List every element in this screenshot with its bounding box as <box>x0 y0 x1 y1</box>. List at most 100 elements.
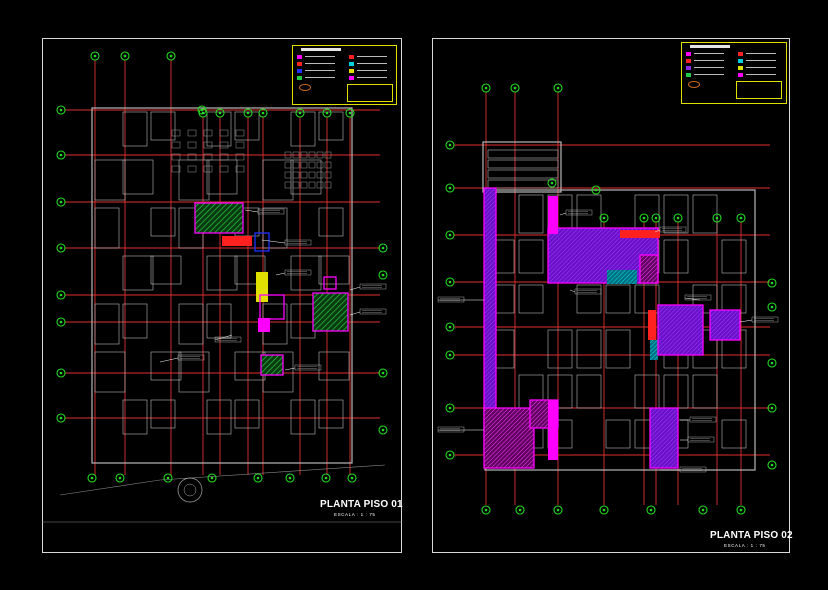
axis-bubble-dot <box>448 406 452 410</box>
furniture-desk <box>324 171 332 179</box>
furniture-table <box>187 129 197 137</box>
roundabout-circle <box>177 477 203 503</box>
axis-bubble-dot <box>324 476 328 480</box>
wall-room <box>547 374 573 409</box>
axis-bubble <box>207 473 217 483</box>
legend-swatch <box>738 58 743 63</box>
axis-bubble-dot <box>59 108 63 112</box>
plan-sheet-floor-1 <box>42 38 402 553</box>
wall-room <box>234 255 266 285</box>
axis-bubble-dot <box>59 320 63 324</box>
legend-swatch <box>297 68 302 73</box>
axis-bubble-dot <box>59 200 63 204</box>
furniture-desk <box>324 151 332 159</box>
furniture-desk <box>308 181 316 189</box>
wall-room <box>122 399 148 435</box>
axis-bubble-dot <box>550 181 554 185</box>
axis-bubble-dot <box>715 216 719 220</box>
wall-room <box>122 255 154 291</box>
callout-leader <box>349 286 361 291</box>
wall-room <box>206 159 238 195</box>
axis-bubble-dot <box>448 325 452 329</box>
axis-bubble <box>599 505 609 515</box>
wall-room <box>576 374 602 409</box>
axis-bubble <box>378 368 388 378</box>
axis-bubble <box>481 505 491 515</box>
zone-red <box>648 310 656 340</box>
furniture-desk <box>284 151 292 159</box>
legend-row <box>738 65 776 70</box>
legend-note-box <box>347 84 393 102</box>
wall-room <box>318 399 344 429</box>
zone-magenta-outline <box>259 294 285 320</box>
callout-box <box>565 209 593 216</box>
axis-bubble-dot <box>59 153 63 157</box>
axis-bubble <box>197 105 207 115</box>
axis-bubble <box>56 197 66 207</box>
legend-row <box>686 72 724 77</box>
axis-bubble <box>445 350 455 360</box>
axis-bubble <box>646 505 656 515</box>
callout-leader <box>739 319 753 323</box>
callout-box <box>257 208 285 215</box>
callout-box <box>284 239 312 246</box>
axis-bubble <box>56 150 66 160</box>
zone-magenta <box>258 318 270 332</box>
wall-room <box>91 107 353 464</box>
furniture-desk <box>292 161 300 169</box>
furniture-table <box>219 141 229 149</box>
axis-bubble <box>599 213 609 223</box>
axis-bubble-dot <box>218 111 222 115</box>
axis-bubble <box>445 322 455 332</box>
callout-box <box>679 466 707 473</box>
furniture-desk <box>300 171 308 179</box>
wall-room <box>206 255 238 291</box>
axis-bubble-dot <box>739 508 743 512</box>
wall-room <box>318 351 350 381</box>
plan-scale-floor-1: ESCALA : 1 : 75 <box>334 512 376 517</box>
callout-box <box>214 336 242 343</box>
furniture-table <box>219 165 229 173</box>
axis-bubble-dot <box>256 476 260 480</box>
callout-leader <box>569 289 576 293</box>
zone-red <box>620 230 660 238</box>
callout-box <box>437 426 465 433</box>
axis-bubble <box>767 278 777 288</box>
legend-oval-symbol <box>688 81 700 88</box>
axis-bubble <box>767 460 777 470</box>
furniture-desk <box>284 171 292 179</box>
axis-bubble <box>591 185 601 195</box>
zone-green-hatch <box>312 292 349 332</box>
legend-row <box>297 68 335 73</box>
wall-room <box>721 419 747 449</box>
legend-floor-1 <box>292 45 397 105</box>
zone-cyan-hatch <box>650 340 658 360</box>
wall-room <box>290 399 316 435</box>
callout-leader <box>244 209 259 213</box>
plan-sheet-floor-2 <box>432 38 790 553</box>
wall-room <box>576 329 602 369</box>
zone-red <box>222 236 252 246</box>
furniture-desk <box>308 171 316 179</box>
wall-room <box>122 111 148 147</box>
wall-room <box>634 374 660 409</box>
axis-bubble <box>56 368 66 378</box>
wall-room <box>721 239 747 274</box>
wall-room <box>122 159 154 195</box>
axis-bubble <box>321 473 331 483</box>
axis-bubble-dot <box>381 273 385 277</box>
furniture-desk <box>284 181 292 189</box>
axis-bubble <box>712 213 722 223</box>
axis-bubble-dot <box>770 281 774 285</box>
furniture-table <box>203 165 213 173</box>
callout-leader <box>349 311 361 316</box>
furniture-desk <box>316 161 324 169</box>
axis-bubble <box>56 317 66 327</box>
wall-room <box>290 303 316 339</box>
furniture-table <box>187 165 197 173</box>
legend-row <box>738 72 776 77</box>
legend-swatch <box>738 65 743 70</box>
legend-row <box>686 51 724 56</box>
axis-bubble <box>243 108 253 118</box>
axis-bubble-dot <box>594 188 598 192</box>
